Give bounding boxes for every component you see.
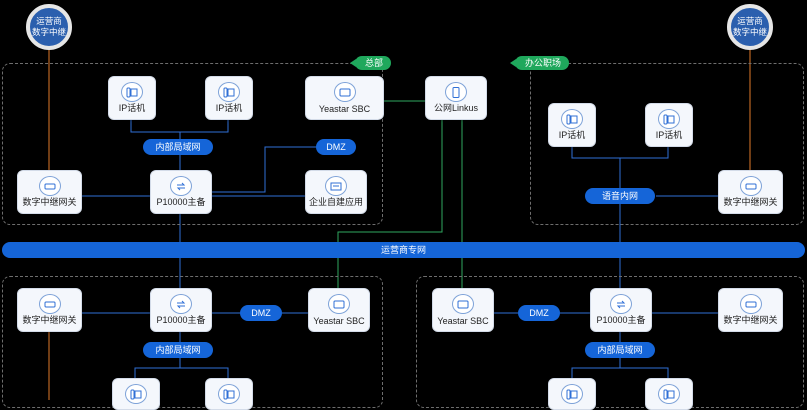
branch-left-lan-pill: 内部局域网 [143, 342, 213, 358]
branch-left-trunk-gateway-label: 数字中继网关 [22, 315, 77, 325]
branch-right-pbx-label: P10000主备 [596, 315, 646, 325]
mobile-icon [445, 82, 467, 102]
office-tag: 办公职场 [509, 56, 570, 70]
sbc-icon [328, 294, 350, 314]
gateway-icon [739, 294, 762, 314]
sbc-icon [333, 82, 356, 102]
public-linkus-label: 公网Linkus [433, 103, 479, 113]
app-server-icon [325, 176, 347, 196]
ip-phone-icon [658, 384, 680, 404]
branch-right-pbx[interactable]: P10000主备 [590, 288, 652, 332]
office-region [530, 63, 804, 225]
pbx-icon [170, 176, 192, 196]
office-trunk-gateway-label: 数字中继网关 [723, 197, 778, 207]
gateway-icon [739, 176, 762, 196]
branch-left-pbx-label: P10000主备 [156, 315, 206, 325]
hq-enterprise-app-label: 企业自建应用 [308, 197, 363, 207]
gateway-icon [38, 294, 61, 314]
office-trunk-gateway[interactable]: 数字中继网关 [718, 170, 783, 214]
carrier-trunk-left-label: 运营商 数字中继 [31, 16, 66, 37]
branch-left-ip-phone-1[interactable] [112, 378, 160, 410]
ip-phone-icon [218, 82, 240, 102]
ip-phone-icon [658, 109, 680, 129]
hq-enterprise-app[interactable]: 企业自建应用 [305, 170, 367, 214]
pbx-icon [170, 294, 192, 314]
ip-phone-icon [561, 109, 583, 129]
hq-dmz-pill: DMZ [316, 139, 356, 155]
hq-sbc[interactable]: Yeastar SBC [305, 76, 384, 120]
branch-left-ip-phone-2[interactable] [205, 378, 253, 410]
hq-lan-pill: 内部局域网 [143, 139, 213, 155]
branch-right-ip-phone-2[interactable] [645, 378, 693, 410]
hq-ip-phone-2[interactable]: IP话机 [205, 76, 253, 120]
ip-phone-icon [218, 384, 240, 404]
hq-tag: 总部 [349, 56, 392, 70]
hq-sbc-label: Yeastar SBC [318, 104, 371, 114]
hq-pbx[interactable]: P10000主备 [150, 170, 212, 214]
carrier-trunk-right: 运营商 数字中继 [727, 4, 773, 50]
hq-trunk-gateway[interactable]: 数字中继网关 [17, 170, 82, 214]
branch-right-sbc[interactable]: Yeastar SBC [432, 288, 494, 332]
ip-phone-icon [121, 82, 143, 102]
branch-right-sbc-label: Yeastar SBC [437, 316, 489, 326]
branch-right-lan-pill: 内部局域网 [585, 342, 655, 358]
branch-left-sbc[interactable]: Yeastar SBC [308, 288, 370, 332]
office-ip-phone-1-label: IP话机 [558, 130, 586, 140]
branch-left-pbx[interactable]: P10000主备 [150, 288, 212, 332]
branch-right-ip-phone-1[interactable] [548, 378, 596, 410]
branch-right-trunk-gateway-label: 数字中继网关 [723, 315, 778, 325]
hq-region [2, 63, 383, 225]
hq-ip-phone-1-label: IP话机 [118, 103, 146, 113]
pbx-icon [610, 294, 632, 314]
carrier-trunk-right-label: 运营商 数字中继 [732, 16, 767, 37]
office-ip-phone-2-label: IP话机 [655, 130, 683, 140]
connection-lines [48, 50, 751, 400]
public-linkus[interactable]: 公网Linkus [425, 76, 487, 120]
office-voice-lan-pill: 语音内网 [585, 188, 655, 204]
ip-phone-icon [561, 384, 583, 404]
office-ip-phone-1[interactable]: IP话机 [548, 103, 596, 147]
branch-left-trunk-gateway[interactable]: 数字中继网关 [17, 288, 82, 332]
hq-ip-phone-1[interactable]: IP话机 [108, 76, 156, 120]
office-ip-phone-2[interactable]: IP话机 [645, 103, 693, 147]
ip-phone-icon [125, 384, 147, 404]
branch-right-dmz-pill: DMZ [518, 305, 560, 321]
branch-left-sbc-label: Yeastar SBC [313, 316, 365, 326]
hq-trunk-gateway-label: 数字中继网关 [22, 197, 77, 207]
branch-left-dmz-pill: DMZ [240, 305, 282, 321]
carrier-trunk-left: 运营商 数字中继 [26, 4, 72, 50]
gateway-icon [38, 176, 61, 196]
sbc-icon [452, 294, 474, 314]
branch-right-trunk-gateway[interactable]: 数字中继网关 [718, 288, 783, 332]
hq-pbx-label: P10000主备 [156, 197, 206, 207]
hq-ip-phone-2-label: IP话机 [215, 103, 243, 113]
carrier-network-bus: 运营商专网 [2, 242, 805, 258]
